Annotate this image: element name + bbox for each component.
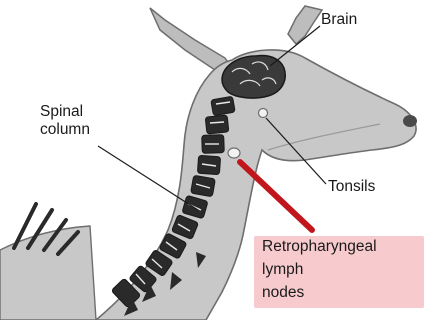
- retro-label-line-2: lymph: [262, 258, 377, 281]
- spinal-column-label: Spinal column: [40, 103, 90, 139]
- spinal-label-line-1: Spinal: [40, 103, 90, 121]
- lymph-node: [228, 148, 240, 158]
- ear-shape: [150, 8, 232, 70]
- nose: [403, 115, 417, 127]
- tonsils-label-text: Tonsils: [328, 178, 375, 195]
- tonsils-label: Tonsils: [328, 178, 375, 196]
- retropharyngeal-lymph-nodes-label: Retropharyngeal lymph nodes: [262, 235, 377, 304]
- spinal-label-line-2: column: [40, 121, 90, 139]
- tonsils: [259, 109, 268, 118]
- retro-label-line-3: nodes: [262, 281, 377, 304]
- brain-label-text: Brain: [321, 11, 357, 28]
- retro-label-line-1: Retropharyngeal: [262, 235, 377, 258]
- body-silhouette: [0, 226, 96, 320]
- brain-label: Brain: [321, 11, 357, 29]
